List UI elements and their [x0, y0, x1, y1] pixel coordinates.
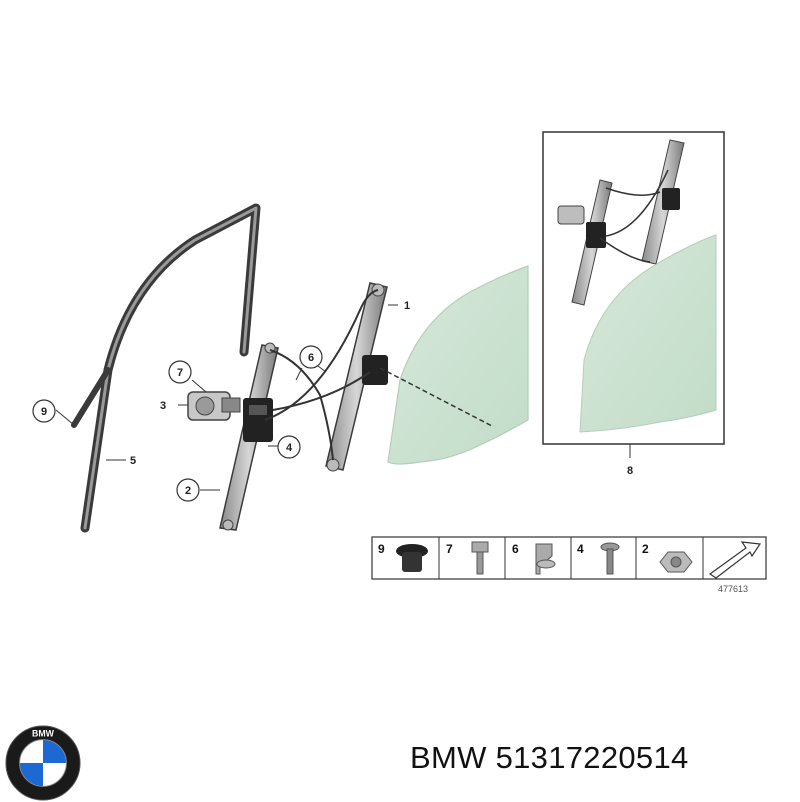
hardware-item-9: 9 — [378, 542, 428, 572]
callout-5: 5 — [130, 455, 136, 467]
regulator-cables — [264, 289, 379, 461]
svg-text:7: 7 — [446, 542, 453, 556]
svg-text:1: 1 — [404, 300, 410, 312]
svg-text:6: 6 — [512, 542, 519, 556]
svg-text:BMW: BMW — [32, 729, 55, 739]
callout-6: 6 — [299, 345, 323, 369]
callout-8: 8 — [627, 465, 633, 477]
brand-name: BMW — [410, 740, 487, 775]
hardware-item-7: 7 — [446, 541, 489, 575]
inset-assembly-box — [542, 131, 725, 445]
hardware-item-6: 6 — [512, 542, 556, 575]
hardware-item-2: 2 — [642, 542, 693, 573]
svg-text:5: 5 — [130, 455, 136, 467]
part-number: 51317220514 — [495, 740, 689, 775]
callout-4: 4 — [277, 435, 301, 459]
window-seal-part — [71, 203, 261, 533]
callout-1: 1 — [404, 300, 410, 312]
svg-text:8: 8 — [627, 465, 633, 477]
svg-text:4: 4 — [286, 442, 293, 454]
svg-text:2: 2 — [185, 485, 191, 497]
reference-number: 477613 — [718, 584, 748, 594]
svg-text:4: 4 — [577, 542, 584, 556]
part-caption: BMW 51317220514 — [410, 740, 689, 776]
hardware-strip: 9 7 6 4 2 477613 — [371, 536, 767, 594]
svg-text:7: 7 — [177, 367, 183, 379]
callout-2: 2 — [176, 478, 200, 502]
door-window-glass-part — [379, 265, 529, 465]
front-regulator-rail-part — [219, 342, 279, 531]
svg-text:9: 9 — [41, 406, 47, 418]
window-motor-part — [187, 391, 241, 421]
leader-lines — [55, 304, 631, 491]
callout-9: 9 — [32, 399, 56, 423]
hardware-arrow-icon — [708, 541, 762, 579]
rear-regulator-rail-part — [325, 282, 388, 472]
svg-text:6: 6 — [308, 352, 314, 364]
svg-text:2: 2 — [642, 542, 649, 556]
bmw-logo-icon: BMW — [5, 725, 81, 801]
svg-text:9: 9 — [378, 542, 385, 556]
callout-7: 7 — [168, 360, 192, 384]
hardware-item-4: 4 — [577, 542, 620, 575]
callout-3: 3 — [160, 400, 166, 412]
svg-text:3: 3 — [160, 400, 166, 412]
